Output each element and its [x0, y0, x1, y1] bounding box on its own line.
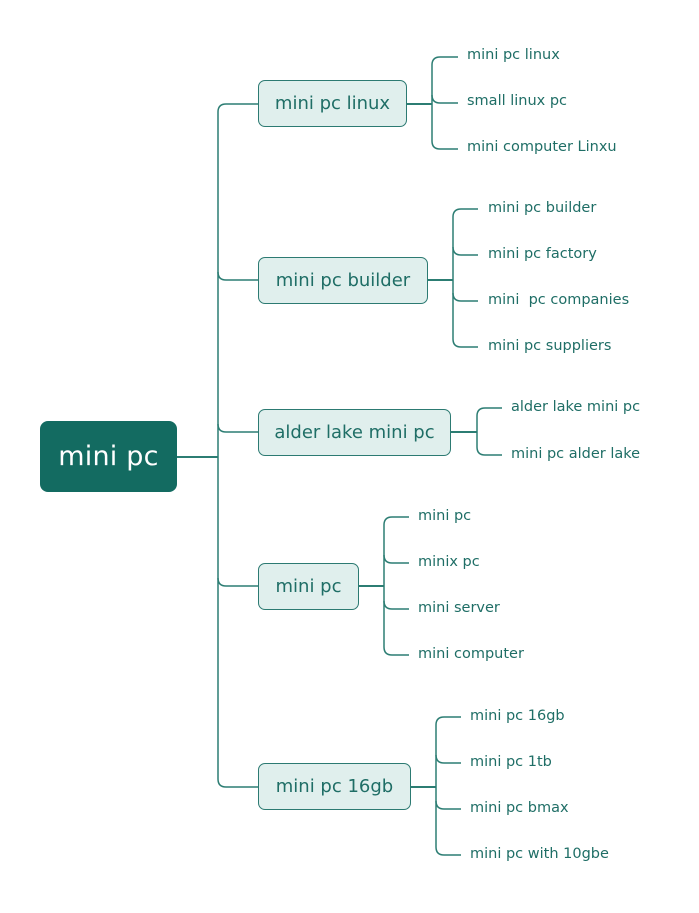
leaf-node[interactable]: mini computer: [418, 646, 524, 662]
leaf-arm: [452, 292, 478, 302]
leaf-node[interactable]: mini computer Linxu: [467, 139, 617, 155]
leaf-arm: [383, 600, 409, 610]
leaf-node[interactable]: mini pc 1tb: [470, 754, 552, 770]
leaf-node[interactable]: mini pc suppliers: [488, 338, 612, 354]
leaf-arm: [452, 338, 478, 348]
branch-arm: [217, 577, 258, 587]
leaf-arm: [435, 800, 461, 810]
branch-node-mini-pc[interactable]: mini pc: [258, 563, 359, 610]
leaf-arm: [383, 646, 409, 656]
leaf-arm: [383, 554, 409, 564]
branch-label: mini pc builder: [275, 270, 411, 291]
leaf-arm: [431, 94, 458, 104]
branch-label: mini pc: [275, 576, 342, 597]
branch-label: alder lake mini pc: [274, 422, 435, 443]
root-node-label: mini pc: [58, 441, 159, 472]
leaf-arm: [431, 56, 458, 66]
leaf-node[interactable]: mini pc factory: [488, 246, 597, 262]
leaf-node[interactable]: mini pc bmax: [470, 800, 569, 816]
leaf-node[interactable]: mini pc companies: [488, 292, 630, 308]
branch-node-alder-lake-mini-pc[interactable]: alder lake mini pc: [258, 409, 451, 456]
branch-label: mini pc linux: [274, 93, 391, 114]
leaf-arm: [476, 446, 502, 456]
leaf-node[interactable]: mini server: [418, 600, 500, 616]
leaf-arm: [383, 516, 409, 526]
branch-arm: [217, 103, 258, 113]
leaf-arm: [452, 208, 478, 218]
leaf-node[interactable]: small linux pc: [467, 93, 568, 109]
leaf-arm: [435, 846, 461, 856]
leaf-arm: [452, 246, 478, 256]
leaf-node[interactable]: mini pc alder lake: [511, 446, 641, 462]
branch-node-mini-pc-16gb[interactable]: mini pc 16gb: [258, 763, 411, 810]
leaf-node[interactable]: minix pc: [418, 554, 480, 570]
branch-arm: [217, 271, 258, 281]
branch-label: mini pc 16gb: [275, 776, 394, 797]
leaf-node[interactable]: alder lake mini pc: [511, 399, 641, 415]
leaf-arm: [435, 716, 461, 726]
leaf-node[interactable]: mini pc 16gb: [470, 708, 565, 724]
branch-arm: [217, 423, 258, 433]
leaf-arm: [435, 754, 461, 764]
leaf-node[interactable]: mini pc linux: [467, 47, 560, 63]
branch-arm: [217, 778, 258, 788]
branch-node-mini-pc-builder[interactable]: mini pc builder: [258, 257, 428, 304]
leaf-arm: [476, 407, 502, 417]
leaf-node[interactable]: mini pc builder: [488, 200, 597, 216]
leaf-arm: [431, 140, 458, 150]
leaf-node[interactable]: mini pc with 10gbe: [470, 846, 609, 862]
root-node[interactable]: mini pc: [40, 421, 177, 492]
leaf-node[interactable]: mini pc: [418, 508, 472, 524]
branch-node-mini-pc-linux[interactable]: mini pc linux: [258, 80, 407, 127]
